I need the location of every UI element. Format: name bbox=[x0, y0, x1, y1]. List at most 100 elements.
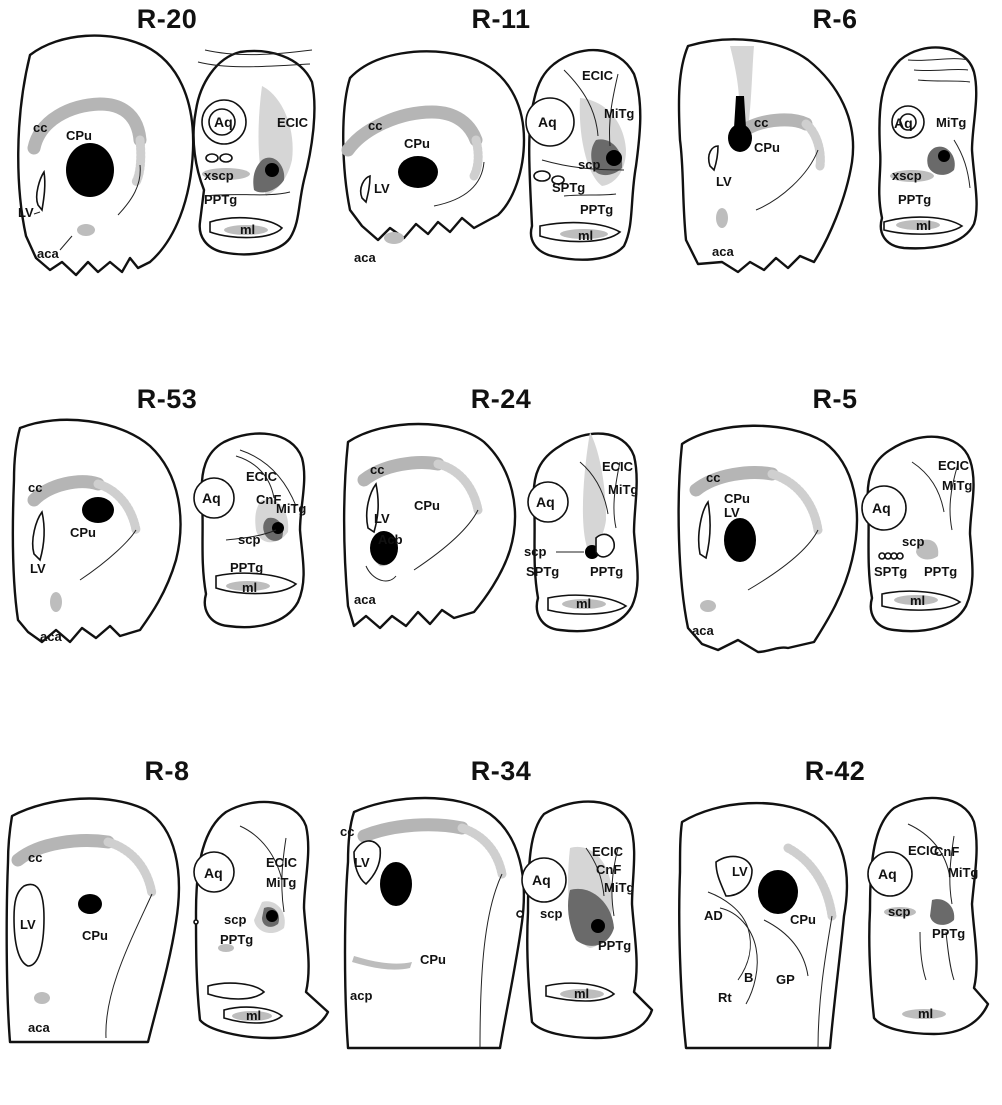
label-ml: ml bbox=[576, 596, 591, 611]
label-pptg: PPTg bbox=[598, 938, 631, 953]
label-acp: acp bbox=[350, 988, 372, 1003]
label-aq: Aq bbox=[202, 490, 221, 506]
section-drawings: LV AD CPu B GP Rt ECIC CnF Aq bbox=[668, 752, 1002, 1058]
label-cc: cc bbox=[370, 462, 384, 477]
label-aca: aca bbox=[37, 246, 59, 261]
label-xscp: xscp bbox=[204, 168, 234, 183]
label-aca: aca bbox=[354, 592, 376, 607]
label-aq: Aq bbox=[536, 494, 555, 510]
label-aca: aca bbox=[28, 1020, 50, 1035]
label-ml: ml bbox=[910, 593, 925, 608]
panel-r-20: R-20 cc CPu LV aca bbox=[0, 0, 334, 353]
label-pptg: PPTg bbox=[590, 564, 623, 579]
label-lv: LV bbox=[20, 917, 36, 932]
label-ml: ml bbox=[574, 986, 589, 1001]
label-lv: LV bbox=[30, 561, 46, 576]
section-drawings: cc LV CPu aca Aq ECIC MiTg bbox=[0, 752, 334, 1058]
label-cpu: CPu bbox=[66, 128, 92, 143]
label-cnf: CnF bbox=[934, 844, 959, 859]
figure: R-20 cc CPu LV aca bbox=[0, 0, 1002, 1058]
label-mitg: MiTg bbox=[942, 478, 972, 493]
section-drawings: cc CPu LV aca ECIC Aq bbox=[334, 0, 668, 353]
label-cpu: CPu bbox=[420, 952, 446, 967]
brainstem-section: ECIC CnF Aq MiTg scp PPTg ml bbox=[517, 802, 652, 1038]
brainstem-section: Aq ECIC MiTg scp PPTg ml bbox=[194, 802, 328, 1038]
label-lv: LV bbox=[18, 205, 34, 220]
brainstem-section: ECIC Aq MiTg scp SPTg PPTg ml bbox=[862, 437, 974, 631]
section-drawings: cc CPu LV aca ECIC CnF Aq MiTg s bbox=[0, 380, 334, 733]
section-drawings: cc CPu LV aca Aq MiTg xscp bbox=[668, 0, 1002, 353]
label-ecic: ECIC bbox=[602, 459, 634, 474]
label-sptg: SPTg bbox=[874, 564, 907, 579]
sptg-fiber-bundle bbox=[879, 553, 903, 559]
brainstem-section: ECIC Aq MiTg scp SPTg PPTg ml bbox=[526, 50, 640, 260]
label-scp: scp bbox=[888, 904, 910, 919]
label-pptg: PPTg bbox=[898, 192, 931, 207]
label-sptg: SPTg bbox=[526, 564, 559, 579]
label-pptg: PPTg bbox=[204, 192, 237, 207]
label-scp: scp bbox=[524, 544, 546, 559]
label-cc: cc bbox=[28, 480, 42, 495]
label-cc: cc bbox=[28, 850, 42, 865]
label-cpu: CPu bbox=[754, 140, 780, 155]
label-scp: scp bbox=[238, 532, 260, 547]
label-ecic: ECIC bbox=[592, 844, 624, 859]
label-ml: ml bbox=[242, 580, 257, 595]
brainstem-section: Aq ECIC xscp PPTg ml bbox=[194, 50, 315, 254]
label-mitg: MiTg bbox=[604, 106, 634, 121]
label-aq: Aq bbox=[538, 114, 557, 130]
label-cnf: CnF bbox=[596, 862, 621, 877]
label-lv: LV bbox=[374, 511, 390, 526]
label-ecic: ECIC bbox=[938, 458, 970, 473]
label-aca: aca bbox=[712, 244, 734, 259]
label-cpu: CPu bbox=[790, 912, 816, 927]
panel-r-34: R-34 cc LV CPu acp bbox=[334, 752, 668, 1105]
label-ml: ml bbox=[918, 1006, 933, 1021]
forebrain-section: cc CPu LV aca bbox=[679, 39, 853, 272]
label-aq: Aq bbox=[872, 500, 891, 516]
panel-r-42: R-42 LV AD CPu B GP Rt bbox=[668, 752, 1002, 1105]
label-mitg: MiTg bbox=[948, 865, 978, 880]
section-drawings: cc CPu LV Acb aca ECIC Aq MiTg s bbox=[334, 380, 668, 733]
label-b: B bbox=[744, 970, 753, 985]
label-aq: Aq bbox=[894, 115, 913, 131]
brainstem-section: ECIC CnF Aq MiTg scp PPTg ml bbox=[194, 434, 306, 628]
label-ml: ml bbox=[916, 218, 931, 233]
label-ml: ml bbox=[578, 228, 593, 243]
label-lv: LV bbox=[724, 505, 740, 520]
label-lv: LV bbox=[354, 855, 370, 870]
label-cpu: CPu bbox=[82, 928, 108, 943]
panel-r-6: R-6 cc CPu LV aca bbox=[668, 0, 1002, 353]
section-drawings: cc CPu LV aca ECIC bbox=[668, 380, 1002, 733]
label-ml: ml bbox=[246, 1008, 261, 1023]
label-sptg: SPTg bbox=[552, 180, 585, 195]
label-cpu: CPu bbox=[414, 498, 440, 513]
forebrain-section: cc CPu LV Acb aca bbox=[344, 424, 515, 628]
label-aq: Aq bbox=[204, 865, 223, 881]
label-xscp: xscp bbox=[892, 168, 922, 183]
label-scp: scp bbox=[224, 912, 246, 927]
label-aq: Aq bbox=[214, 114, 233, 130]
brainstem-section: ECIC CnF Aq MiTg scp PPTg ml bbox=[868, 798, 988, 1034]
brainstem-section: ECIC Aq MiTg scp SPTg PPTg ml bbox=[524, 432, 638, 631]
label-cc: cc bbox=[33, 120, 47, 135]
label-lv: LV bbox=[374, 181, 390, 196]
label-pptg: PPTg bbox=[924, 564, 957, 579]
label-cc: cc bbox=[340, 824, 354, 839]
label-cpu: CPu bbox=[70, 525, 96, 540]
label-pptg: PPTg bbox=[220, 932, 253, 947]
panel-r-5: R-5 cc CPu LV aca bbox=[668, 380, 1002, 733]
label-mitg: MiTg bbox=[266, 875, 296, 890]
label-pptg: PPTg bbox=[230, 560, 263, 575]
label-cpu: CPu bbox=[404, 136, 430, 151]
label-pptg: PPTg bbox=[932, 926, 965, 941]
label-ml: ml bbox=[240, 222, 255, 237]
label-ecic: ECIC bbox=[246, 469, 278, 484]
panel-r-8: R-8 cc LV CPu aca bbox=[0, 752, 334, 1105]
forebrain-section: cc CPu LV aca bbox=[679, 426, 857, 652]
label-ecic: ECIC bbox=[266, 855, 298, 870]
label-cpu: CPu bbox=[724, 491, 750, 506]
label-aq: Aq bbox=[878, 866, 897, 882]
label-mitg: MiTg bbox=[276, 501, 306, 516]
label-lv: LV bbox=[716, 174, 732, 189]
